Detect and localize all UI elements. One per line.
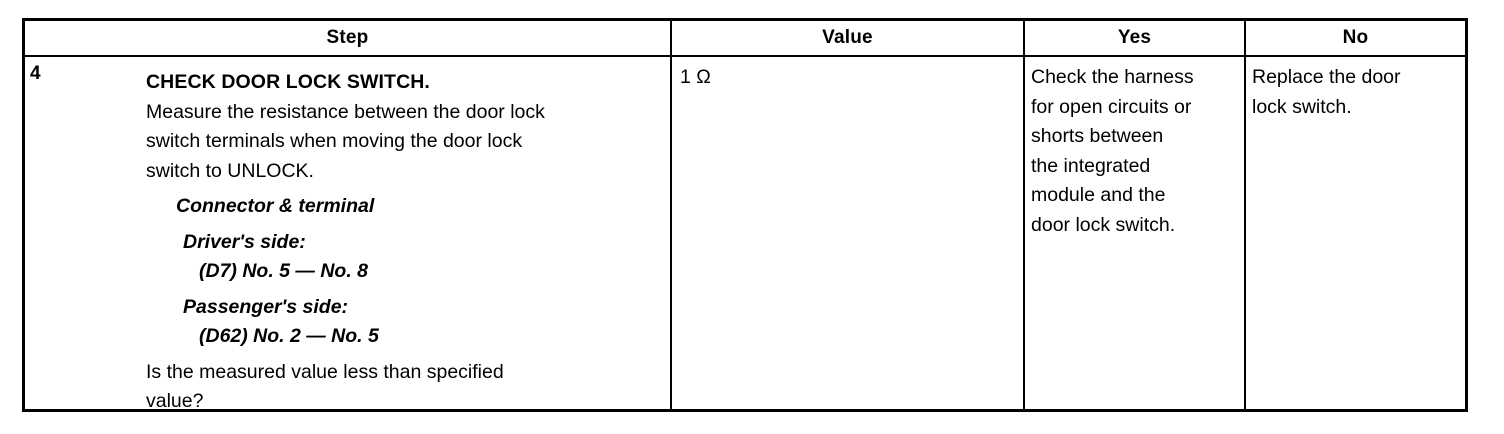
step-instruction-line-2: switch terminals when moving the door lo… bbox=[146, 130, 523, 152]
yes-line-1: Check the harness bbox=[1031, 66, 1194, 88]
step-instruction-line-3: switch to UNLOCK. bbox=[146, 159, 314, 182]
passenger-side-label: Passenger's side: bbox=[183, 295, 349, 318]
table-row: 4 CHECK DOOR LOCK SWITCH. Measure the re… bbox=[25, 57, 1465, 412]
yes-action: Check the harness for open circuits or s… bbox=[1025, 63, 1244, 240]
value-measurement: 1 Ω bbox=[680, 66, 711, 88]
column-header-yes: Yes bbox=[1023, 21, 1244, 55]
table-header-row: Step Value Yes No bbox=[25, 21, 1465, 57]
connector-heading: Connector & terminal bbox=[176, 195, 375, 217]
step-body: CHECK DOOR LOCK SWITCH. Measure the resi… bbox=[146, 63, 670, 417]
step-question-line-1: Is the measured value less than specifie… bbox=[146, 360, 504, 383]
no-action: Replace the door lock switch. bbox=[1246, 63, 1465, 122]
step-number: 4 bbox=[30, 63, 41, 84]
column-header-step: Step bbox=[326, 27, 369, 48]
passenger-side-terminals: (D62) No. 2 — No. 5 bbox=[199, 325, 379, 347]
yes-line-5: module and the bbox=[1031, 184, 1166, 206]
driver-side-terminals: (D7) No. 5 — No. 8 bbox=[199, 260, 369, 282]
cell-no: Replace the door lock switch. bbox=[1244, 57, 1465, 409]
column-header-value: Value bbox=[670, 21, 1023, 55]
yes-line-4: the integrated bbox=[1031, 154, 1151, 177]
cell-yes: Check the harness for open circuits or s… bbox=[1023, 57, 1244, 409]
cell-value: 1 Ω bbox=[670, 57, 1023, 409]
step-instruction-line-1: Measure the resistance between the door … bbox=[146, 100, 545, 123]
yes-line-3: shorts between bbox=[1031, 125, 1164, 147]
yes-line-2: for open circuits or bbox=[1031, 95, 1192, 118]
step-question-line-2: value? bbox=[146, 390, 204, 412]
no-line-2: lock switch. bbox=[1252, 95, 1352, 118]
diagnostic-table: Step Value Yes No 4 CHECK DOOR LOCK SWIT… bbox=[22, 18, 1468, 412]
no-line-1: Replace the door bbox=[1252, 66, 1401, 88]
cell-step: 4 CHECK DOOR LOCK SWITCH. Measure the re… bbox=[25, 57, 670, 412]
column-header-no: No bbox=[1244, 21, 1465, 55]
driver-side-label: Driver's side: bbox=[183, 230, 306, 253]
yes-line-6: door lock switch. bbox=[1031, 213, 1176, 236]
step-title: CHECK DOOR LOCK SWITCH. bbox=[146, 71, 430, 93]
